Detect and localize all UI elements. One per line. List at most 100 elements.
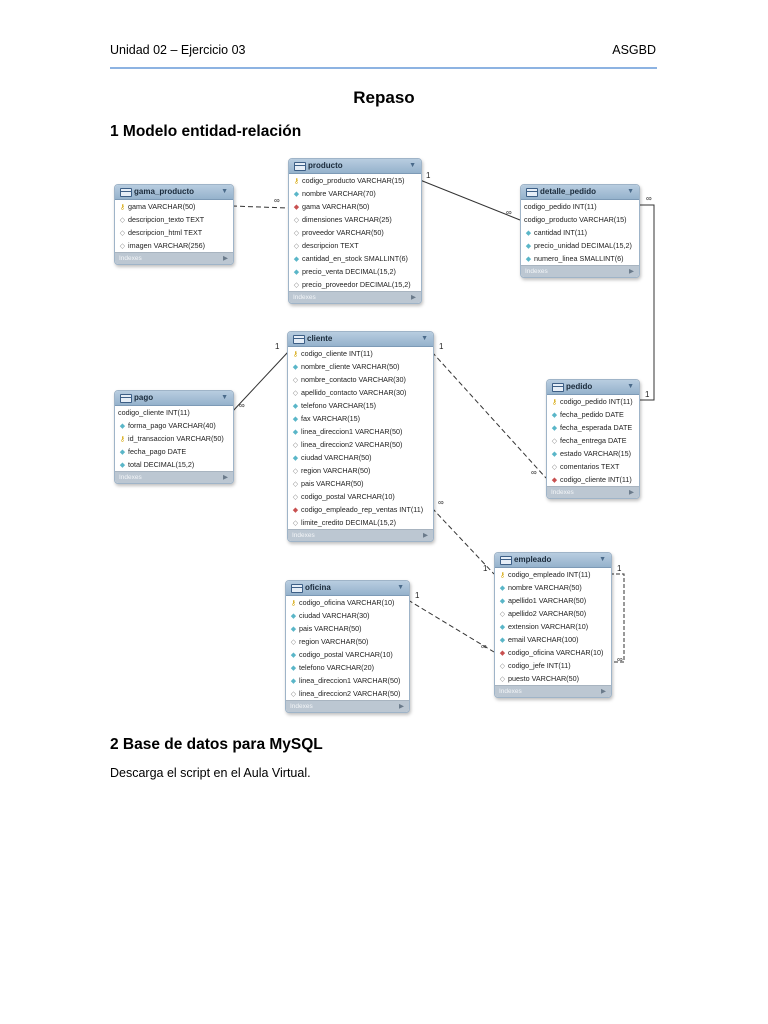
collapse-arrow-icon[interactable]: ▼ bbox=[421, 335, 428, 342]
expand-arrow-icon[interactable]: ▶ bbox=[629, 268, 634, 275]
table-name: producto bbox=[308, 161, 343, 170]
expand-arrow-icon[interactable]: ▶ bbox=[629, 489, 634, 496]
rel-oficina-empleado bbox=[407, 599, 495, 653]
collapse-arrow-icon[interactable]: ▼ bbox=[627, 188, 634, 195]
collapse-arrow-icon[interactable]: ▼ bbox=[221, 188, 228, 195]
primary-key-icon: ⚷ bbox=[119, 436, 126, 443]
table-producto[interactable]: producto▼⚷codigo_producto VARCHAR(15)◆no… bbox=[288, 158, 422, 304]
column-label: region VARCHAR(50) bbox=[301, 466, 371, 475]
card-many: ∞ bbox=[506, 208, 512, 217]
table-column: ◇apellido2 VARCHAR(50) bbox=[495, 607, 611, 620]
collapse-arrow-icon[interactable]: ▼ bbox=[627, 383, 634, 390]
table-column: ◆estado VARCHAR(15) bbox=[547, 447, 639, 460]
table-gama-producto[interactable]: gama_producto▼⚷gama VARCHAR(50)◇descripc… bbox=[114, 184, 234, 265]
table-header[interactable]: gama_producto▼ bbox=[115, 185, 233, 200]
collapse-arrow-icon[interactable]: ▼ bbox=[221, 394, 228, 401]
column-label: forma_pago VARCHAR(40) bbox=[128, 421, 216, 430]
collapse-arrow-icon[interactable]: ▼ bbox=[599, 556, 606, 563]
table-column: ◇codigo_postal VARCHAR(10) bbox=[288, 490, 433, 503]
indexes-footer[interactable]: Indexes ▶ bbox=[289, 291, 421, 303]
column-label: cantidad_en_stock SMALLINT(6) bbox=[302, 254, 408, 263]
column-icon: ◆ bbox=[499, 637, 506, 644]
indexes-footer[interactable]: Indexes▶ bbox=[495, 685, 611, 697]
table-cliente[interactable]: cliente▼⚷codigo_cliente INT(11)◆nombre_c… bbox=[287, 331, 434, 542]
column-label: region VARCHAR(50) bbox=[299, 637, 369, 646]
column-label: pais VARCHAR(50) bbox=[301, 479, 364, 488]
table-pedido[interactable]: pedido▼⚷codigo_pedido INT(11)◆fecha_pedi… bbox=[546, 379, 640, 499]
column-icon: ◆ bbox=[525, 256, 532, 263]
card-many: ∞ bbox=[274, 196, 280, 205]
indexes-footer[interactable]: Indexes ▶ bbox=[288, 529, 433, 541]
expand-arrow-icon[interactable]: ▶ bbox=[423, 532, 428, 539]
column-icon: ◇ bbox=[290, 691, 297, 698]
column-label: codigo_postal VARCHAR(10) bbox=[299, 650, 393, 659]
table-column: ◇region VARCHAR(50) bbox=[288, 464, 433, 477]
download-instruction: Descarga el script en el Aula Virtual. bbox=[110, 766, 311, 780]
column-label: codigo_empleado_rep_ventas INT(11) bbox=[301, 505, 424, 514]
expand-arrow-icon[interactable]: ▶ bbox=[223, 474, 228, 481]
table-icon bbox=[293, 335, 305, 344]
column-icon: ◆ bbox=[119, 423, 126, 430]
column-icon: ◇ bbox=[292, 494, 299, 501]
card-one: 1 bbox=[483, 564, 488, 573]
table-column: ◆fecha_pago DATE bbox=[115, 445, 233, 458]
indexes-footer[interactable]: Indexes▶ bbox=[547, 486, 639, 498]
table-header[interactable]: producto ▼ bbox=[289, 159, 421, 174]
table-icon bbox=[526, 188, 538, 197]
table-column: ◆linea_direccion1 VARCHAR(50) bbox=[288, 425, 433, 438]
table-header[interactable]: pedido ▼ bbox=[547, 380, 639, 395]
indexes-label: Indexes bbox=[292, 532, 315, 539]
indexes-footer[interactable]: Indexes▶ bbox=[286, 700, 409, 712]
column-label: codigo_pedido INT(11) bbox=[524, 202, 597, 211]
expand-arrow-icon[interactable]: ▶ bbox=[601, 688, 606, 695]
card-many: ∞ bbox=[438, 498, 444, 507]
expand-arrow-icon[interactable]: ▶ bbox=[411, 294, 416, 301]
indexes-label: Indexes bbox=[293, 294, 316, 301]
column-icon: ◇ bbox=[293, 230, 300, 237]
column-icon: ◇ bbox=[119, 230, 126, 237]
column-label: codigo_empleado INT(11) bbox=[508, 570, 591, 579]
column-label: comentarios TEXT bbox=[560, 462, 620, 471]
table-name: empleado bbox=[514, 555, 552, 564]
column-icon: ◆ bbox=[290, 665, 297, 672]
table-empleado[interactable]: empleado▼⚷codigo_empleado INT(11)◆nombre… bbox=[494, 552, 612, 698]
table-header[interactable]: pago▼ bbox=[115, 391, 233, 406]
column-icon: ◆ bbox=[525, 230, 532, 237]
table-header[interactable]: oficina▼ bbox=[286, 581, 409, 596]
expand-arrow-icon[interactable]: ▶ bbox=[399, 703, 404, 710]
column-icon: ◆ bbox=[292, 416, 299, 423]
column-icon: ◆ bbox=[290, 678, 297, 685]
table-column: ⚷codigo_empleado INT(11) bbox=[495, 568, 611, 581]
expand-arrow-icon[interactable]: ▶ bbox=[223, 255, 228, 262]
table-detalle-pedido[interactable]: detalle_pedido▼codigo_pedido INT(11)codi… bbox=[520, 184, 640, 278]
table-column: ◇imagen VARCHAR(256) bbox=[115, 239, 233, 252]
primary-key-icon: ⚷ bbox=[499, 572, 506, 579]
table-header[interactable]: empleado ▼ bbox=[495, 553, 611, 568]
table-column: ◇proveedor VARCHAR(50) bbox=[289, 226, 421, 239]
table-oficina[interactable]: oficina▼⚷codigo_oficina VARCHAR(10)◆ciud… bbox=[285, 580, 410, 713]
table-icon bbox=[552, 383, 564, 392]
column-label: nombre VARCHAR(70) bbox=[302, 189, 376, 198]
collapse-arrow-icon[interactable]: ▼ bbox=[397, 584, 404, 591]
card-many: ∞ bbox=[617, 655, 623, 664]
table-header[interactable]: cliente▼ bbox=[288, 332, 433, 347]
table-column: ◆telefono VARCHAR(20) bbox=[286, 661, 409, 674]
column-icon: ◇ bbox=[119, 243, 126, 250]
primary-key-icon: ⚷ bbox=[119, 204, 126, 211]
collapse-arrow-icon[interactable]: ▼ bbox=[409, 162, 416, 169]
indexes-footer[interactable]: Indexes▶ bbox=[115, 252, 233, 264]
rel-gama-producto bbox=[231, 205, 289, 209]
table-header[interactable]: detalle_pedido ▼ bbox=[521, 185, 639, 200]
foreign-key-icon: ◆ bbox=[293, 204, 300, 211]
table-name: detalle_pedido bbox=[540, 187, 597, 196]
column-icon: ◆ bbox=[290, 613, 297, 620]
indexes-footer[interactable]: Indexes▶ bbox=[115, 471, 233, 483]
table-name: pedido bbox=[566, 382, 593, 391]
table-column: codigo_cliente INT(11) bbox=[115, 406, 233, 419]
column-label: codigo_cliente INT(11) bbox=[560, 475, 632, 484]
column-icon: ◆ bbox=[499, 598, 506, 605]
table-pago[interactable]: pago▼codigo_cliente INT(11) ◆forma_pago V… bbox=[114, 390, 234, 484]
card-many: ∞ bbox=[239, 401, 245, 410]
indexes-footer[interactable]: Indexes▶ bbox=[521, 265, 639, 277]
card-one: 1 bbox=[439, 342, 444, 351]
